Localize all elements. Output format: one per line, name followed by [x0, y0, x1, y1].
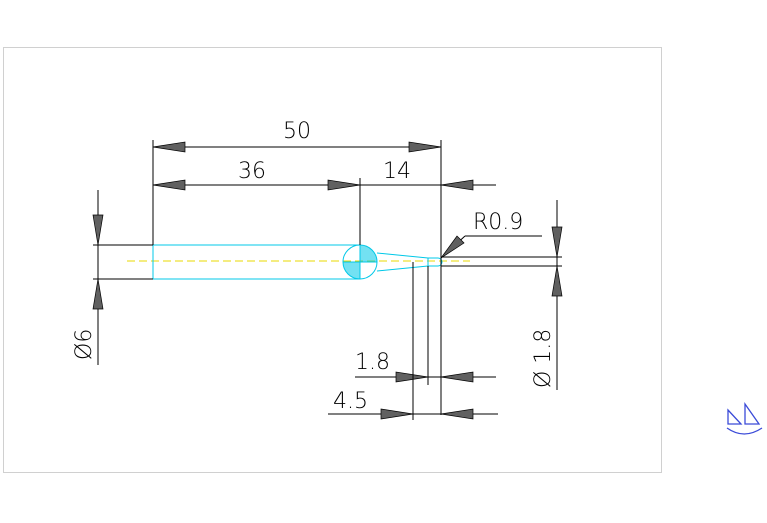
dim-d18-label: Ø 1.8: [531, 329, 556, 388]
dim-tip-radius: R0.9: [440, 210, 542, 259]
dim-4-5-label: 4.5: [333, 389, 368, 414]
dim-r09-label: R0.9: [473, 210, 523, 235]
dim-d6-label: Ø6: [72, 329, 97, 360]
dim-tip-step: 4.5: [328, 262, 498, 420]
drawing-frame: [3, 47, 662, 473]
part-geometry: [152, 244, 443, 280]
dim-overall-length: 50: [152, 119, 442, 415]
dim-shank-diameter: Ø6: [72, 190, 153, 365]
dim-14-label: 14: [383, 159, 411, 184]
sailboat-logo-icon: [726, 401, 763, 435]
dim-36-label: 36: [238, 159, 266, 184]
dim-body-tip: 36 14: [152, 159, 496, 245]
dim-1-8-label: 1.8: [355, 350, 390, 375]
dim-small-step: 1.8: [355, 266, 496, 385]
dim-tip-diameter: Ø 1.8: [441, 200, 563, 390]
dim-50-label: 50: [283, 119, 311, 144]
